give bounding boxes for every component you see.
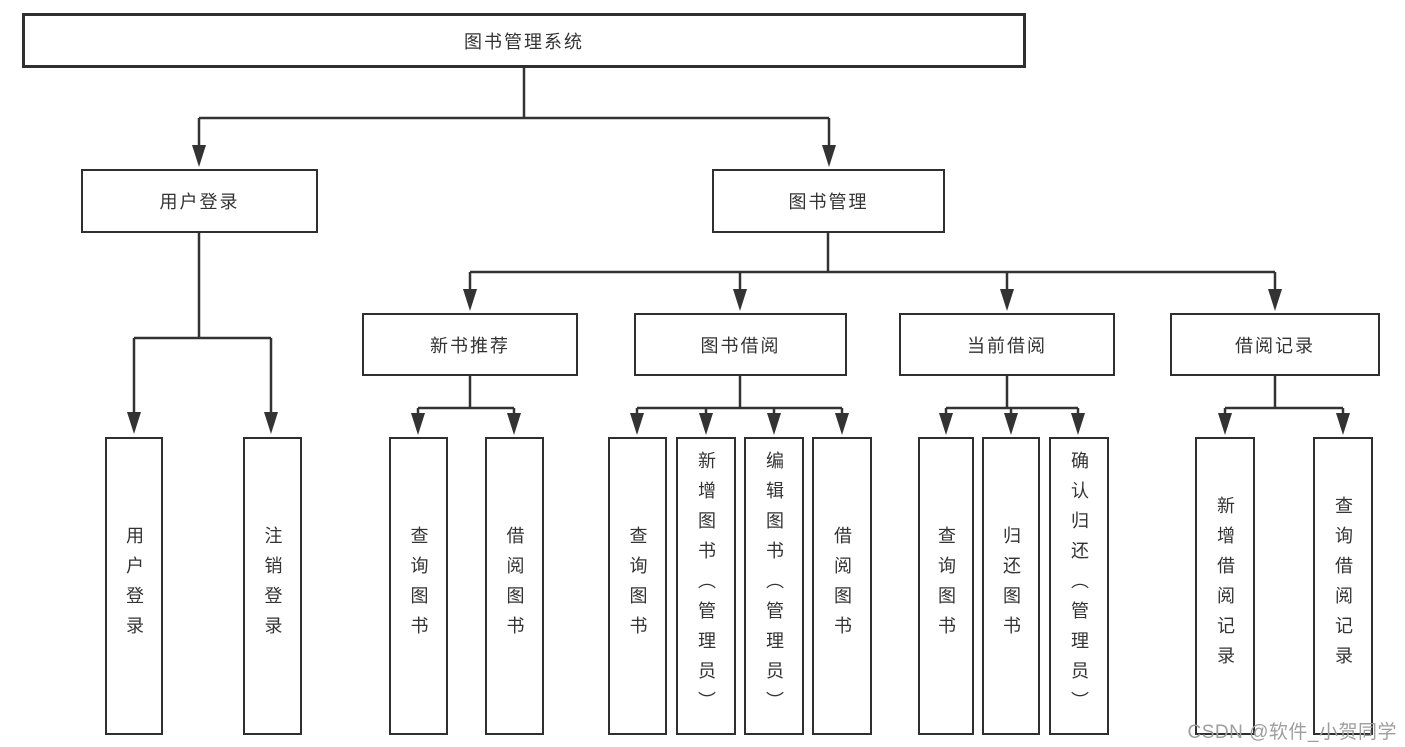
leaf-add-book-admin: 新增图书（管理员） [676,437,736,735]
leaf-borrow-book-recommend: 借阅图书 [485,437,544,735]
arrowhead [463,289,477,311]
arrowhead [1004,413,1018,435]
arrowhead [1268,289,1282,311]
connector-book-borrow-branch [630,376,849,435]
connector-book-management-branch [463,233,1282,311]
node-current-borrow: 当前借阅 [899,313,1115,376]
leaf-query-book-current: 查询图书 [918,437,974,735]
node-user-login: 用户登录 [81,169,318,233]
leaf-edit-book-admin: 编辑图书（管理员） [744,437,804,735]
leaf-logout: 注销登录 [243,437,302,735]
arrowhead [699,413,713,435]
connector-user-login-branch [127,233,278,434]
arrowhead [411,413,425,435]
arrowhead [767,413,781,435]
leaf-edit-book-admin-label: 编辑图书（管理员） [764,451,784,721]
leaf-add-book-admin-label: 新增图书（管理员） [696,451,716,721]
node-new-book-recommend: 新书推荐 [362,313,578,376]
leaf-return-book: 归还图书 [982,437,1040,735]
arrowhead [939,413,953,435]
leaf-user-login: 用户登录 [105,437,163,735]
leaf-borrow-book-label: 借阅图书 [832,526,852,646]
arrowhead [192,145,206,167]
leaf-query-book-borrow: 查询图书 [608,437,667,735]
leaf-query-book-current-label: 查询图书 [936,526,956,646]
leaf-query-book-recommend-label: 查询图书 [408,526,429,646]
arrowhead [1071,413,1085,435]
leaf-query-book-borrow-label: 查询图书 [627,526,648,646]
arrowhead [733,289,747,311]
arrowhead [1218,413,1232,435]
arrowhead [835,413,849,435]
arrowhead [1000,289,1014,311]
leaf-query-book-recommend: 查询图书 [389,437,448,735]
node-book-borrow: 图书借阅 [634,313,847,376]
arrowhead [822,145,836,167]
leaf-logout-label: 注销登录 [262,526,283,646]
arrowhead [1336,413,1350,435]
arrowhead [630,413,644,435]
leaf-return-book-label: 归还图书 [1001,526,1021,646]
leaf-user-login-label: 用户登录 [124,526,144,646]
leaf-borrow-book: 借阅图书 [812,437,872,735]
connector-current-borrow-branch [939,376,1085,435]
node-root: 图书管理系统 [22,13,1026,68]
leaf-confirm-return-admin: 确认归还（管理员） [1049,437,1109,735]
arrowhead [507,413,521,435]
leaf-add-borrow-record-label: 新增借阅记录 [1215,496,1235,676]
leaf-query-borrow-record-label: 查询借阅记录 [1333,496,1353,676]
arrowhead [127,412,141,434]
leaf-borrow-book-recommend-label: 借阅图书 [504,526,525,646]
node-borrow-record: 借阅记录 [1170,313,1380,376]
csdn-watermark: CSDN @软件_小贺同学 [1187,722,1397,743]
connector-borrow-record-branch [1218,376,1350,435]
node-book-management: 图书管理 [712,169,945,233]
connector-root-to-level2 [192,68,836,167]
leaf-add-borrow-record: 新增借阅记录 [1195,437,1255,735]
leaf-query-borrow-record: 查询借阅记录 [1313,437,1373,735]
arrowhead [264,412,278,434]
leaf-confirm-return-admin-label: 确认归还（管理员） [1069,451,1089,721]
connector-new-book-branch [411,376,521,435]
